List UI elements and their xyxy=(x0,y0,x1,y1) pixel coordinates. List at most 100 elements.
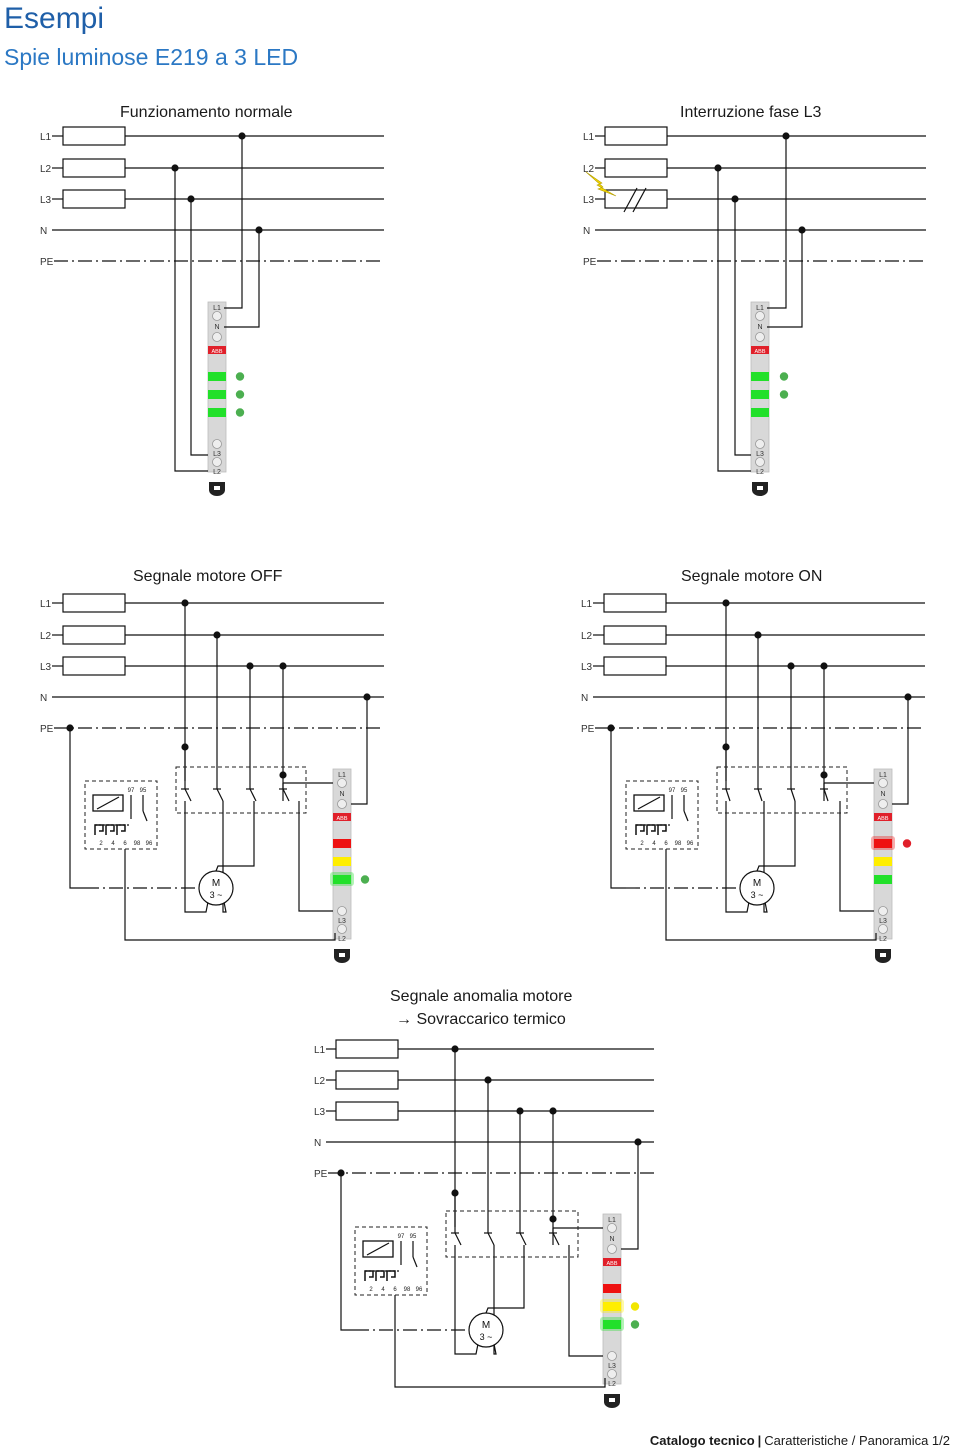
status-indicator-green xyxy=(630,1320,640,1329)
contactor-contact xyxy=(216,788,224,802)
thermal-heater xyxy=(364,1270,374,1281)
fuse-l1 xyxy=(335,1039,399,1059)
footer-section: Caratteristiche / Panoramica 1/2 xyxy=(764,1433,950,1448)
abb-logo xyxy=(208,346,226,354)
break-mark xyxy=(623,187,638,213)
contactor-contact xyxy=(519,1232,527,1246)
line-label-l1: L1 xyxy=(583,132,595,143)
terminal-label-l3: L3 xyxy=(756,451,764,458)
relay-contact-95: 95 xyxy=(140,788,147,794)
status-indicator-green xyxy=(360,875,370,884)
relay-terminal-6: 6 xyxy=(393,1287,397,1293)
wire xyxy=(174,168,208,472)
line-label-l2: L2 xyxy=(40,164,52,175)
motor-symbol xyxy=(739,870,775,906)
diagram-title-normal: Funzionamento normale xyxy=(120,104,293,121)
terminal-screw xyxy=(755,311,765,321)
e219-body xyxy=(873,768,893,940)
thermal-heater xyxy=(105,824,115,835)
fuse-l3 xyxy=(335,1101,399,1121)
wire xyxy=(454,1245,479,1355)
din-clip-slot xyxy=(214,486,220,490)
thermal-relay-box xyxy=(354,1226,428,1296)
terminal-screw xyxy=(878,778,888,788)
relay-terminal-98: 98 xyxy=(134,841,141,847)
pe-wire xyxy=(340,1173,355,1331)
status-indicator-green xyxy=(235,390,245,399)
page-title: Esempi xyxy=(4,2,105,35)
diagram-title-overload: Segnale anomalia motore xyxy=(390,988,573,1005)
terminal-label-l3: L3 xyxy=(879,918,887,925)
led-green xyxy=(208,408,226,417)
terminal-screw xyxy=(212,311,222,321)
led-green xyxy=(874,875,892,884)
terminal-label-l1: L1 xyxy=(879,772,887,779)
line-label-l3: L3 xyxy=(581,662,593,673)
abb-logo-text: ABB xyxy=(336,816,347,822)
contactor-box xyxy=(716,766,848,814)
relay-terminal-2: 2 xyxy=(369,1287,373,1293)
contactor-contact xyxy=(757,788,763,802)
wire xyxy=(767,136,787,309)
terminal-screw xyxy=(607,1351,617,1361)
wire xyxy=(351,697,368,805)
wire xyxy=(224,230,260,328)
wire xyxy=(485,1245,525,1314)
terminal-label-l2: L2 xyxy=(338,936,346,943)
led-yellow xyxy=(603,1302,621,1311)
relay-terminal-96: 96 xyxy=(416,1287,423,1293)
abb-logo xyxy=(603,1258,621,1266)
motor-label-phase: 3 ~ xyxy=(210,890,223,900)
diagram-title-fault-l3: Interruzione fase L3 xyxy=(680,104,822,121)
e219-body xyxy=(207,301,227,473)
relay-coil xyxy=(92,794,124,812)
din-clip-slot xyxy=(757,486,763,490)
line-label-l3: L3 xyxy=(40,195,52,206)
terminal-label-n: N xyxy=(339,791,344,798)
relay-terminal-4: 4 xyxy=(652,841,656,847)
wire xyxy=(224,136,243,309)
motor-label-phase: 3 ~ xyxy=(751,890,764,900)
relay-terminal-2: 2 xyxy=(640,841,644,847)
motor-symbol xyxy=(468,1312,504,1348)
wire xyxy=(621,1142,639,1250)
relay-coil xyxy=(362,1240,394,1258)
relay-coil-diag xyxy=(96,796,120,810)
diagram-title-motor-on: Segnale motore ON xyxy=(681,568,823,585)
relay-terminal-4: 4 xyxy=(381,1287,385,1293)
terminal-label-l1: L1 xyxy=(756,305,764,312)
led-red xyxy=(603,1284,621,1293)
relay-contact xyxy=(683,810,689,822)
contactor-contact xyxy=(487,1232,495,1246)
relay-terminal-2: 2 xyxy=(99,841,103,847)
relay-contact-97: 97 xyxy=(128,788,135,794)
abb-logo xyxy=(874,813,892,821)
terminal-label-l3: L3 xyxy=(213,451,221,458)
wire xyxy=(767,230,803,328)
line-label-pe: PE xyxy=(581,724,595,735)
motor-label-m: M xyxy=(753,878,761,889)
fuse-l2 xyxy=(335,1070,399,1090)
status-indicator-yellow xyxy=(630,1302,640,1311)
wire xyxy=(394,1295,606,1388)
relay-terminal-96: 96 xyxy=(146,841,153,847)
terminal-label-l2: L2 xyxy=(608,1381,616,1388)
terminal-screw xyxy=(607,1244,617,1254)
relay-coil-diag xyxy=(366,1242,390,1256)
line-label-l1: L1 xyxy=(40,132,52,143)
relay-terminal-98: 98 xyxy=(404,1287,411,1293)
terminal-label-n: N xyxy=(880,791,885,798)
pe-wire xyxy=(610,728,626,889)
thermal-heater xyxy=(386,1270,396,1281)
led-green xyxy=(751,390,769,399)
terminal-screw xyxy=(212,439,222,449)
terminal-screw xyxy=(878,906,888,916)
line-label-l1: L1 xyxy=(581,599,593,610)
led-green xyxy=(208,390,226,399)
